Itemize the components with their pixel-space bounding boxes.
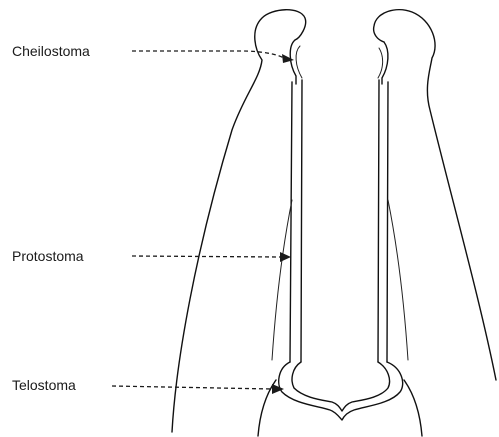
cheilostoma-left-inner	[296, 46, 302, 78]
cheilostoma-left	[290, 40, 296, 84]
label-telostoma: Telostoma	[12, 377, 76, 393]
protostoma-left-inner	[301, 80, 302, 362]
protostoma-left-outer	[290, 82, 292, 362]
arrowhead-cheilostoma	[282, 54, 294, 63]
body-inner-left	[272, 200, 292, 360]
cheilostoma-right-inner	[378, 48, 383, 78]
protostoma-right-inner	[378, 80, 379, 362]
label-cheilostoma: Cheilostoma	[12, 43, 90, 59]
lower-curve-right	[404, 380, 422, 436]
body-inner-right	[388, 200, 408, 360]
body-outline-left	[172, 10, 306, 432]
leader-cheilostoma	[132, 51, 284, 58]
arrowhead-protostoma	[280, 252, 291, 262]
leader-protostoma	[132, 256, 280, 257]
leader-telostoma	[112, 386, 272, 389]
body-outline-right	[374, 10, 496, 380]
protostoma-right-outer	[387, 82, 388, 362]
label-protostoma: Protostoma	[12, 248, 84, 264]
